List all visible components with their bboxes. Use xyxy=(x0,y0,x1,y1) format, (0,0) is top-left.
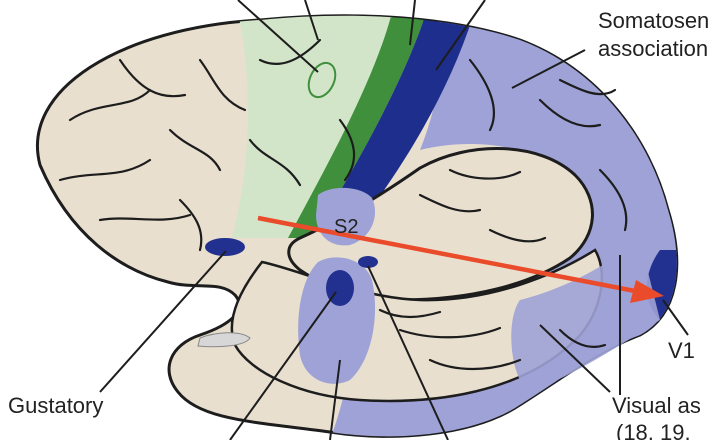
connection-arrow xyxy=(257,215,664,303)
somatosensory-association-label-line2: association xyxy=(598,36,708,61)
visual-association-label-line1: Visual as xyxy=(612,393,701,418)
sulci-lines xyxy=(58,38,628,371)
v1-label: V1 xyxy=(668,338,695,363)
premotor-focal-ring xyxy=(307,61,337,99)
callout-lines xyxy=(99,0,689,440)
s2-label: S2 xyxy=(334,216,358,238)
small-focal-area xyxy=(358,256,378,268)
visual-association-label-line2: (18, 19, xyxy=(616,420,691,440)
gustatory-label: Gustatory xyxy=(8,393,103,418)
primary-somatosensory-cortex xyxy=(312,15,478,238)
gustatory-area xyxy=(205,238,245,256)
premotor-area xyxy=(232,15,395,238)
auditory-association-strip xyxy=(298,257,376,384)
somatosensory-association-label-line1: Somatosen xyxy=(598,8,709,33)
primary-motor-cortex xyxy=(288,15,430,238)
cerebellum-sliver xyxy=(197,332,251,348)
inferior-temporal-band xyxy=(511,240,660,392)
